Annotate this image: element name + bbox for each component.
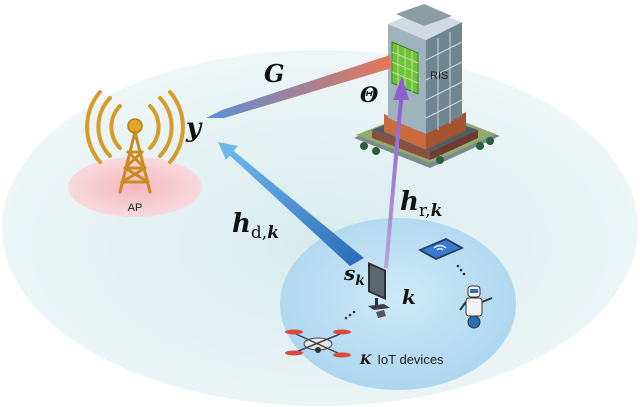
label-h-d-k: k [267,223,279,243]
devices-k: K [359,353,372,368]
devices-caption: K IoT devices [359,352,444,368]
signal-wave-icon [85,90,185,164]
arrow-g [206,55,392,118]
ap-zone [68,157,202,217]
arrow-h-d [218,142,364,266]
label-k: k [402,285,416,309]
label-h-r-sub: r, [419,201,431,221]
devices-text: IoT devices [377,352,444,367]
tablet-icon [418,238,464,260]
label-s-k: sk [343,261,365,289]
label-theta: Θ [360,82,379,107]
ap-label: AP [128,202,143,214]
label-h-d: hd,k [232,209,279,243]
ris-panel-icon [391,41,419,95]
drone-icon [285,329,351,358]
robot-icon [459,285,493,329]
arrow-h-r [384,76,409,268]
label-h-r-base: h [400,187,419,217]
label-g: G [264,59,285,88]
label-s-base: s [343,261,355,285]
drone-dots [344,310,356,320]
ris-label: RIS [430,70,448,82]
label-y: y [185,113,203,143]
device-zone [280,218,516,390]
label-h-r-k: k [431,201,443,221]
label-h-d-sub: d, [251,223,267,243]
ap-tower-icon [85,90,185,194]
label-h-r: hr,k [400,187,442,221]
label-s-k-sub: k [355,273,365,289]
monitor-icon [368,262,390,318]
label-h-d-base: h [232,209,251,239]
tablet-dots [456,264,466,276]
